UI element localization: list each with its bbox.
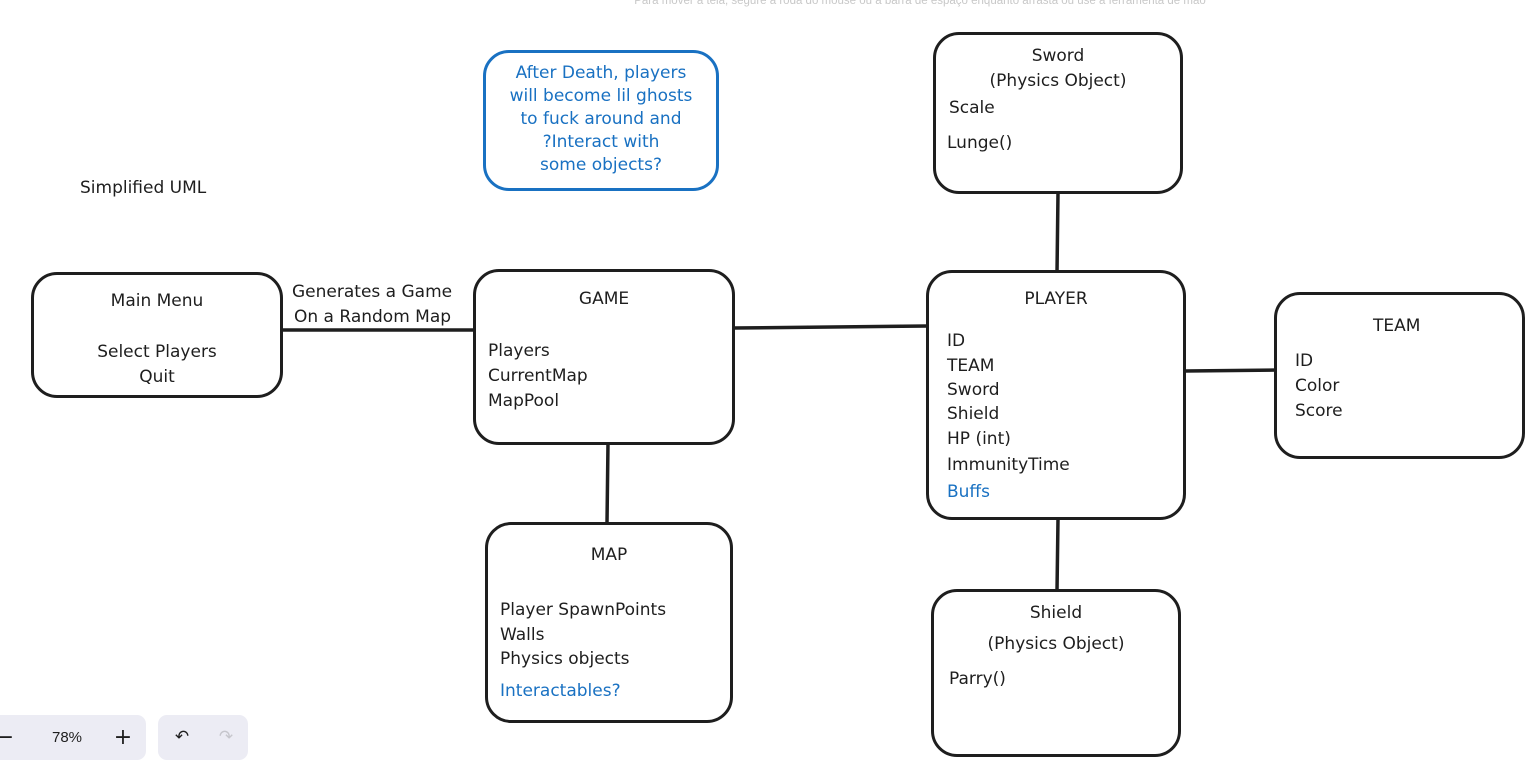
player-title: PLAYER	[1024, 289, 1088, 309]
main-menu-title: Main Menu	[110, 291, 204, 311]
player-field: ID	[947, 331, 966, 351]
game-field: CurrentMap	[488, 366, 588, 386]
map-title: MAP	[590, 545, 628, 565]
game-title: GAME	[578, 289, 630, 309]
shield-box[interactable]: Shield (Physics Object) Parry()	[931, 589, 1181, 757]
generates-label-line[interactable]: Generates a Game	[292, 282, 453, 302]
team-title: TEAM	[1373, 316, 1421, 336]
sword-field: Scale	[949, 98, 995, 118]
connector-player-shield[interactable]	[1055, 517, 1060, 593]
map-field: Player SpawnPoints	[500, 600, 667, 620]
connector-game-player[interactable]	[731, 324, 930, 330]
player-field: Sword	[947, 380, 1000, 400]
map-box[interactable]: MAP Player SpawnPoints Walls Physics obj…	[485, 522, 733, 723]
redo-icon[interactable]: ↷	[218, 727, 234, 747]
shield-subtitle: (Physics Object)	[987, 634, 1125, 654]
game-field: Players	[488, 341, 550, 361]
sword-method: Lunge()	[947, 133, 1013, 153]
player-box[interactable]: PLAYER ID TEAM Sword Shield HP (int) Imm…	[926, 270, 1186, 520]
team-box[interactable]: TEAM ID Color Score	[1274, 292, 1525, 459]
undo-icon[interactable]: ↶	[174, 727, 190, 747]
map-field: Physics objects	[500, 649, 630, 669]
main-menu-item: Quit	[139, 367, 175, 387]
connector-player-team[interactable]	[1183, 368, 1279, 373]
pan-hint-text: Para mover a tela, segure a roda do mous…	[634, 0, 1206, 7]
sword-subtitle: (Physics Object)	[989, 71, 1127, 91]
player-field: TEAM	[947, 356, 995, 376]
diagram-title-text[interactable]: Simplified UML	[80, 178, 207, 198]
player-field: Shield	[947, 404, 1000, 424]
sword-box[interactable]: Sword (Physics Object) Scale Lunge()	[933, 32, 1183, 194]
shield-method: Parry()	[949, 669, 1006, 689]
team-field: ID	[1295, 351, 1314, 371]
map-field: Walls	[500, 625, 545, 645]
zoom-in-button[interactable]: +	[113, 725, 133, 750]
player-extra-field: Buffs	[947, 482, 991, 502]
history-toolbar: ↶ ↷	[158, 715, 248, 760]
map-extra-field: Interactables?	[500, 681, 621, 701]
ghost-note-text: After Death, players will become lil gho…	[509, 63, 693, 175]
zoom-toolbar: − 78% +	[0, 715, 146, 760]
game-box[interactable]: GAME Players CurrentMap MapPool	[473, 269, 735, 445]
zoom-level-reset-button[interactable]: 78%	[51, 729, 83, 746]
connector-game-map[interactable]	[605, 441, 610, 525]
game-field: MapPool	[488, 391, 560, 411]
player-field: ImmunityTime	[947, 455, 1070, 475]
zoom-out-button[interactable]: −	[0, 725, 15, 750]
generates-label-line[interactable]: On a Random Map	[294, 307, 452, 327]
team-field: Score	[1295, 401, 1343, 421]
main-menu-box[interactable]: Main Menu Select Players Quit	[31, 272, 283, 398]
team-field: Color	[1295, 376, 1340, 396]
connector-sword-player[interactable]	[1055, 191, 1060, 275]
player-field: HP (int)	[947, 429, 1011, 449]
sword-title: Sword	[1031, 46, 1085, 66]
ghost-note-box[interactable]: After Death, players will become lil gho…	[483, 50, 719, 191]
shield-title: Shield	[1029, 603, 1083, 623]
main-menu-item: Select Players	[97, 342, 217, 362]
